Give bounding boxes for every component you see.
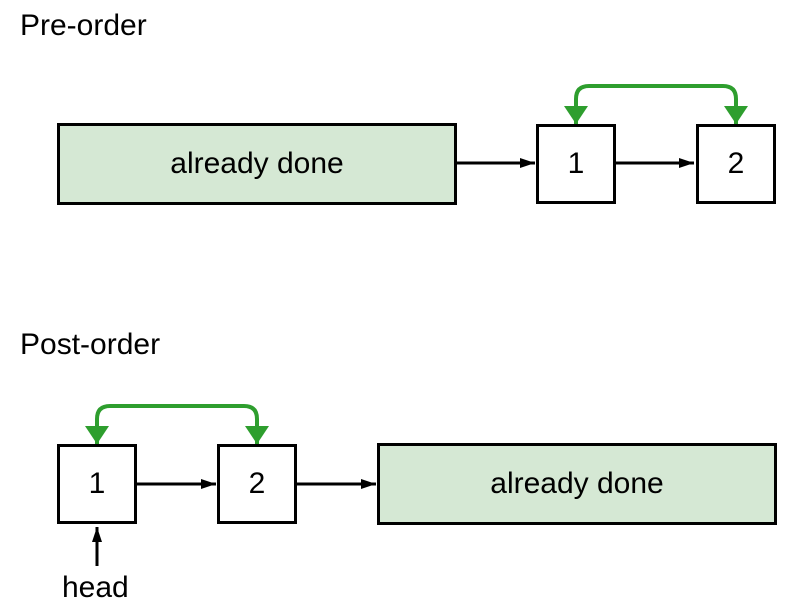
- post-order-title: Post-order: [20, 328, 161, 361]
- pre-order-green-link-arrow: [564, 84, 748, 124]
- post-order-green-link-arrow: [85, 404, 269, 444]
- pre-order-node-2-label: 2: [727, 147, 745, 180]
- pre-order-title: Pre-order: [20, 9, 147, 42]
- pre-order-node-1: 1: [536, 124, 616, 204]
- post-order-node-1: 1: [57, 444, 137, 524]
- pre-order-node-1-label: 1: [567, 147, 585, 180]
- pre-order-node-2: 2: [696, 124, 776, 204]
- post-order-already-done-box: already done: [377, 443, 777, 525]
- post-order-already-done-label: already done: [490, 467, 664, 500]
- pre-order-already-done-box: already done: [57, 123, 457, 205]
- post-order-node-1-label: 1: [88, 467, 106, 500]
- post-order-node-2: 2: [217, 444, 297, 524]
- head-label: head: [62, 571, 129, 604]
- pre-order-already-done-label: already done: [170, 147, 344, 180]
- post-order-node-2-label: 2: [248, 467, 266, 500]
